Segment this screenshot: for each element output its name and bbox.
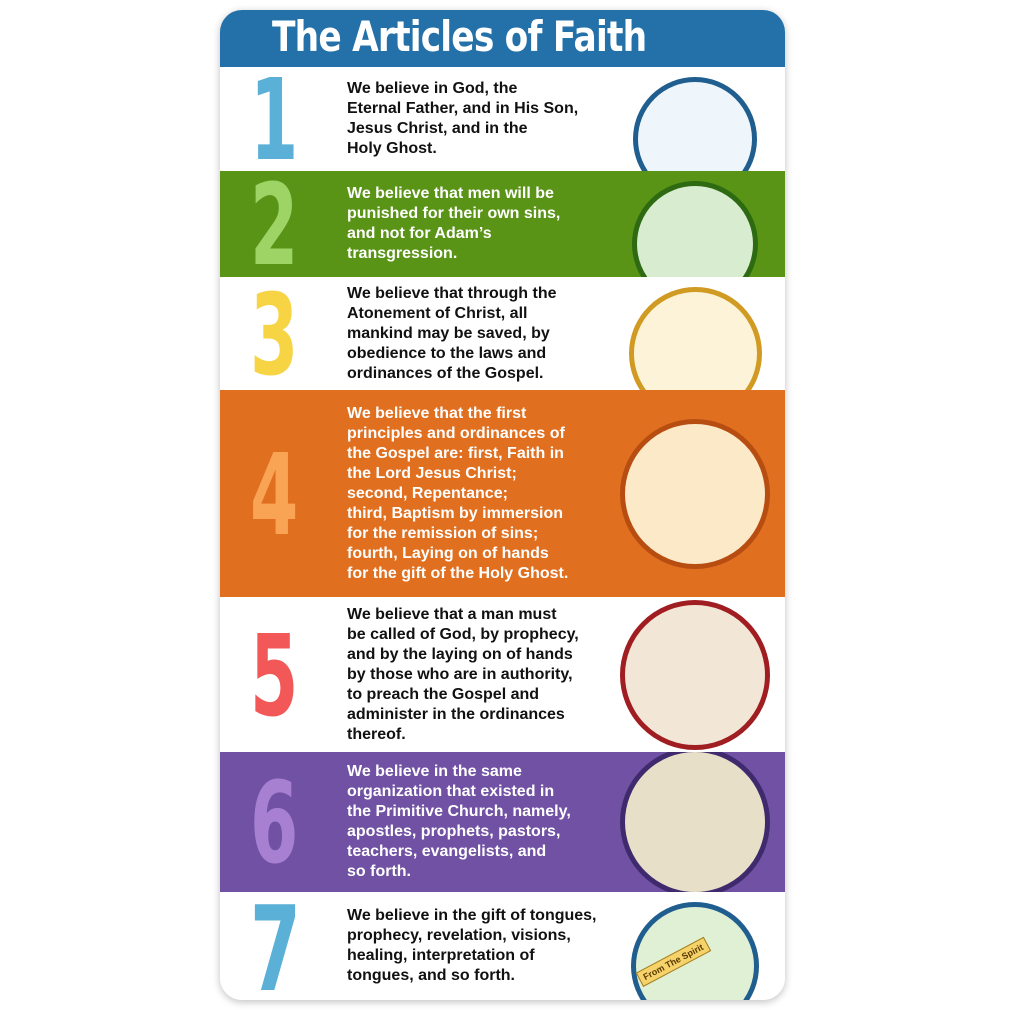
article-number: 2 (250, 171, 299, 277)
christ-illustration (628, 287, 762, 390)
adam-eve-illustration (632, 181, 758, 277)
article-text: We believe that through the Atonement of… (347, 284, 557, 382)
article-text: We believe in the same organization that… (347, 763, 571, 880)
baptism-illustration (620, 418, 770, 569)
article-number: 5 (250, 611, 299, 742)
articles-of-faith-card: The Articles of Faith 1 We believe in God… (220, 10, 785, 1000)
article-text: We believe that men will be punished for… (347, 185, 561, 262)
godhead-illustration (633, 77, 757, 171)
page-title: The Articles of Faith (272, 12, 647, 61)
article-text: We believe in God, the Eternal Father, a… (347, 80, 579, 157)
article-7: 7 We believe in the gift of tongues, prop… (220, 892, 785, 1000)
article-text: We believe that the first principles and… (347, 404, 569, 582)
article-number: 6 (250, 759, 299, 889)
article-6: 6 We believe in the same organization tha… (220, 752, 785, 892)
gift-illustration (631, 902, 759, 1000)
church-organization-illustration (620, 752, 770, 892)
article-text: We believe that a man must be called of … (347, 605, 579, 743)
article-number: 3 (250, 277, 299, 391)
article-number: 7 (250, 892, 301, 1000)
article-1: 1 We believe in God, the Eternal Father, … (220, 67, 785, 171)
article-3: 3 We believe that through the Atonement o… (220, 277, 785, 390)
article-number: 4 (250, 430, 299, 561)
article-2: 2 We believe that men will be punished fo… (220, 171, 785, 277)
ordination-illustration (620, 599, 770, 750)
header: The Articles of Faith (220, 10, 785, 67)
article-4: 4 We believe that the first principles an… (220, 390, 785, 597)
article-number: 1 (250, 67, 299, 171)
article-5: 5 We believe that a man must be called of… (220, 597, 785, 752)
article-text: We believe in the gift of tongues, proph… (347, 907, 597, 984)
